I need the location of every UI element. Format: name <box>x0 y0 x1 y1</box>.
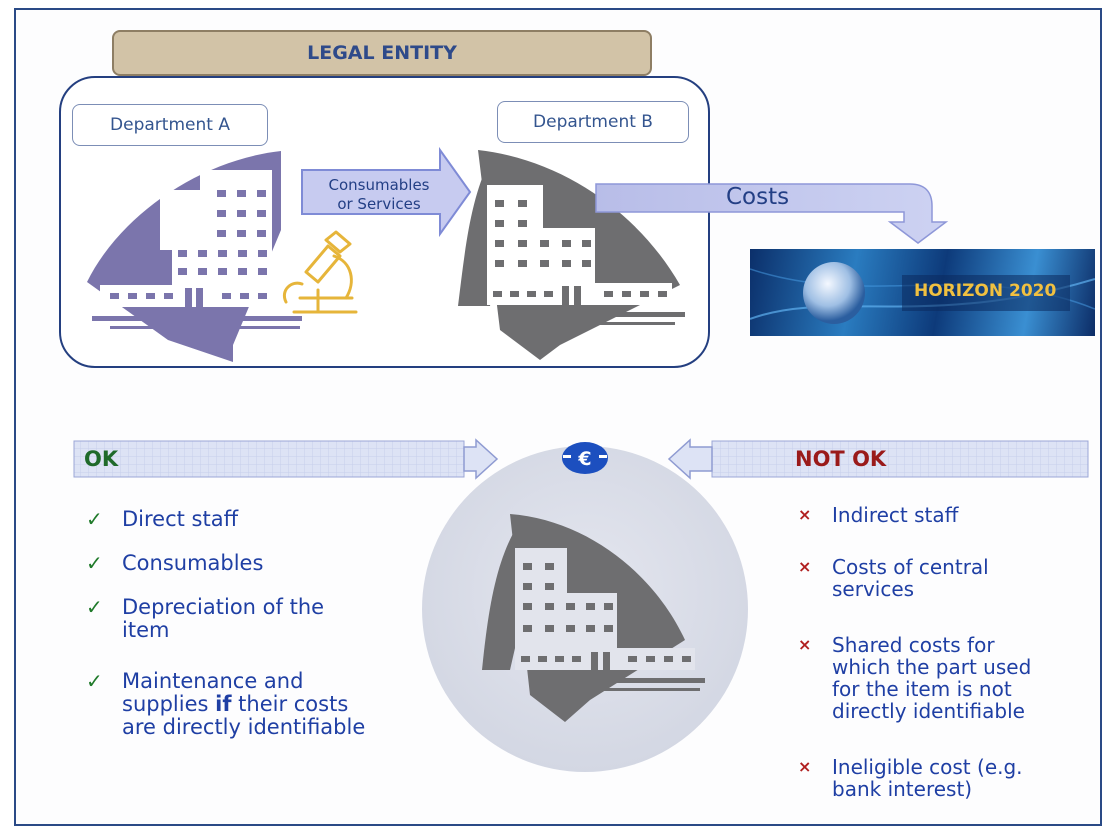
not-ok-arrow-head <box>667 438 713 480</box>
check-mark-icon: ✓ <box>86 551 103 575</box>
check-mark-icon: ✓ <box>86 669 103 693</box>
not-ok-item-line: Indirect staff <box>832 503 959 527</box>
list-item: ✓ Direct staff <box>86 507 482 531</box>
transfer-arrow-line-2: or Services <box>337 195 421 213</box>
list-item: × Indirect staff <box>798 503 1104 527</box>
check-mark-icon: ✓ <box>86 595 103 619</box>
not-ok-item-line: which the part used <box>832 655 1032 679</box>
check-mark-icon: ✓ <box>86 507 103 531</box>
not-ok-item-line: bank interest) <box>832 777 973 801</box>
globe-icon <box>803 262 865 324</box>
not-ok-item-line: Shared costs for <box>832 633 995 657</box>
department-b-label: Department B <box>497 101 689 143</box>
cross-mark-icon: × <box>798 757 812 776</box>
not-ok-item-line: Costs of central <box>832 555 989 579</box>
not-ok-item-line: services <box>832 577 915 601</box>
ok-item-line: item <box>122 618 170 642</box>
ok-heading: OK <box>84 447 119 471</box>
building-icon <box>482 514 705 722</box>
list-item: ✓ Consumables <box>86 551 482 575</box>
department-a-label: Department A <box>72 104 268 146</box>
horizon-2020-label: HORIZON 2020 <box>914 281 1057 301</box>
banner-graphic <box>750 262 1095 324</box>
not-ok-heading: NOT OK <box>795 447 887 471</box>
list-item: × Ineligible cost (e.g. bank interest) <box>798 755 1104 801</box>
cross-mark-icon: × <box>798 635 812 654</box>
ok-arrow-head <box>463 438 499 480</box>
svg-text:€: € <box>577 448 591 470</box>
euro-coin-icon: € <box>562 442 608 474</box>
ok-item-line: Depreciation of the <box>122 595 325 619</box>
cross-mark-icon: × <box>798 557 812 576</box>
transfer-arrow-label: Consumables or Services <box>305 176 453 214</box>
building-icon <box>87 151 302 362</box>
costs-arrow-shape <box>595 183 949 244</box>
cross-mark-icon: × <box>798 505 812 524</box>
list-item: × Costs of central services <box>798 555 1104 601</box>
microscope-icon <box>283 230 358 314</box>
ok-item-line: are directly identifiable <box>122 715 366 739</box>
not-ok-header-bar <box>711 440 1089 478</box>
list-item: × Shared costs for which the part used f… <box>798 633 1104 723</box>
list-item: ✓ Depreciation of the item <box>86 595 482 642</box>
transfer-arrow-shape <box>301 146 472 238</box>
ok-header-bar <box>73 440 465 478</box>
not-ok-item-line: directly identifiable <box>832 699 1025 723</box>
not-ok-item-line: for the item is not <box>832 677 1012 701</box>
horizon-2020-banner <box>750 249 1095 336</box>
building-icon <box>458 150 685 360</box>
not-ok-item-line: Ineligible cost (e.g. <box>832 755 1023 779</box>
ok-item-line: Direct staff <box>122 507 239 531</box>
legal-entity-title: LEGAL ENTITY <box>112 30 652 76</box>
ok-item-line: Maintenance and <box>122 669 304 693</box>
ok-item-line: Consumables <box>122 551 264 575</box>
ok-item-line: supplies if their costs <box>122 692 349 716</box>
costs-arrow-label: Costs <box>726 184 790 210</box>
transfer-arrow-line-1: Consumables <box>328 176 430 194</box>
list-item: ✓ Maintenance and supplies if their cost… <box>86 669 482 739</box>
